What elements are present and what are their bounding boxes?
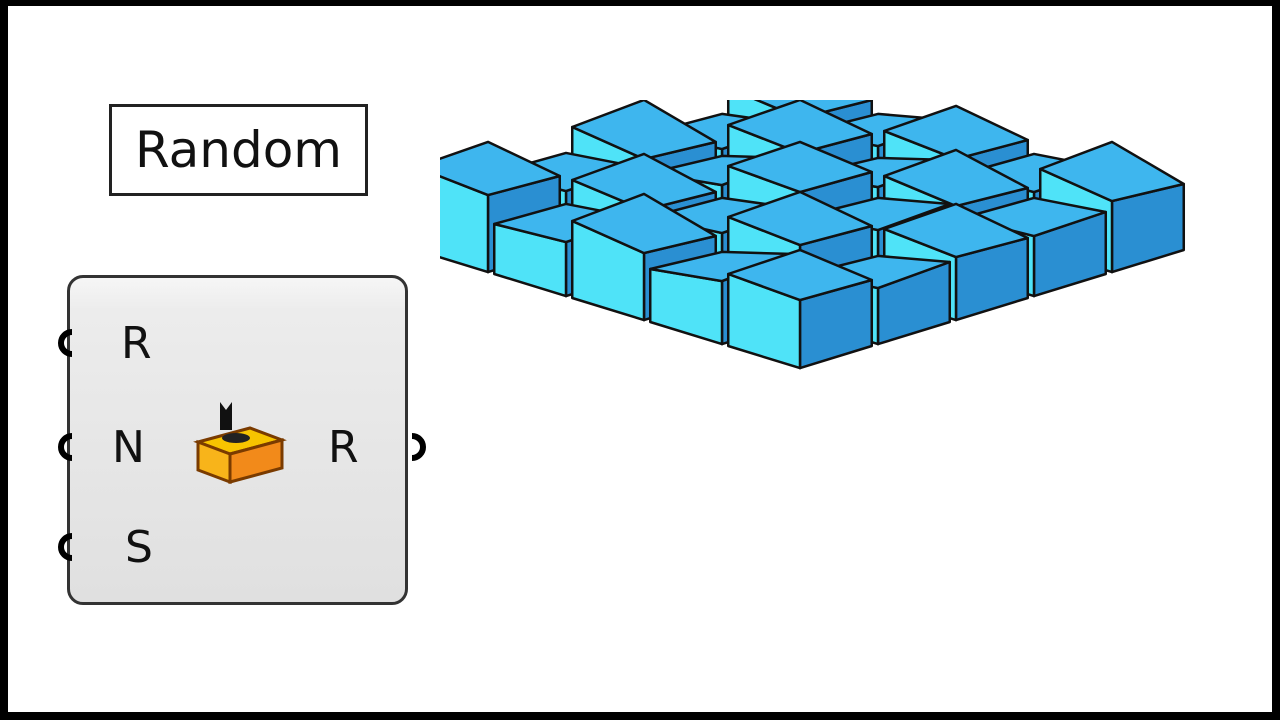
block-top-face [726, 190, 874, 247]
block-top-face [648, 250, 796, 283]
block-top-face [726, 248, 874, 302]
input-label-s: S [125, 522, 153, 573]
block-top-face [882, 202, 1030, 259]
dice-box-icon [193, 402, 287, 485]
random-component[interactable]: R N S R [67, 275, 408, 605]
input-grip-s[interactable] [50, 532, 76, 562]
component-tooltip: Random [109, 104, 368, 196]
block-top-face [1038, 140, 1186, 203]
output-label-r: R [328, 422, 359, 473]
block-top-face [570, 192, 718, 255]
randomized-box-grid-icon [440, 100, 1186, 370]
input-label-r: R [121, 318, 152, 369]
input-grip-n[interactable] [50, 432, 76, 462]
input-label-n: N [112, 422, 145, 473]
input-grip-r[interactable] [50, 328, 76, 358]
output-grip-r[interactable] [408, 432, 434, 462]
tooltip-text: Random [134, 121, 342, 179]
block-top-face [440, 140, 562, 197]
